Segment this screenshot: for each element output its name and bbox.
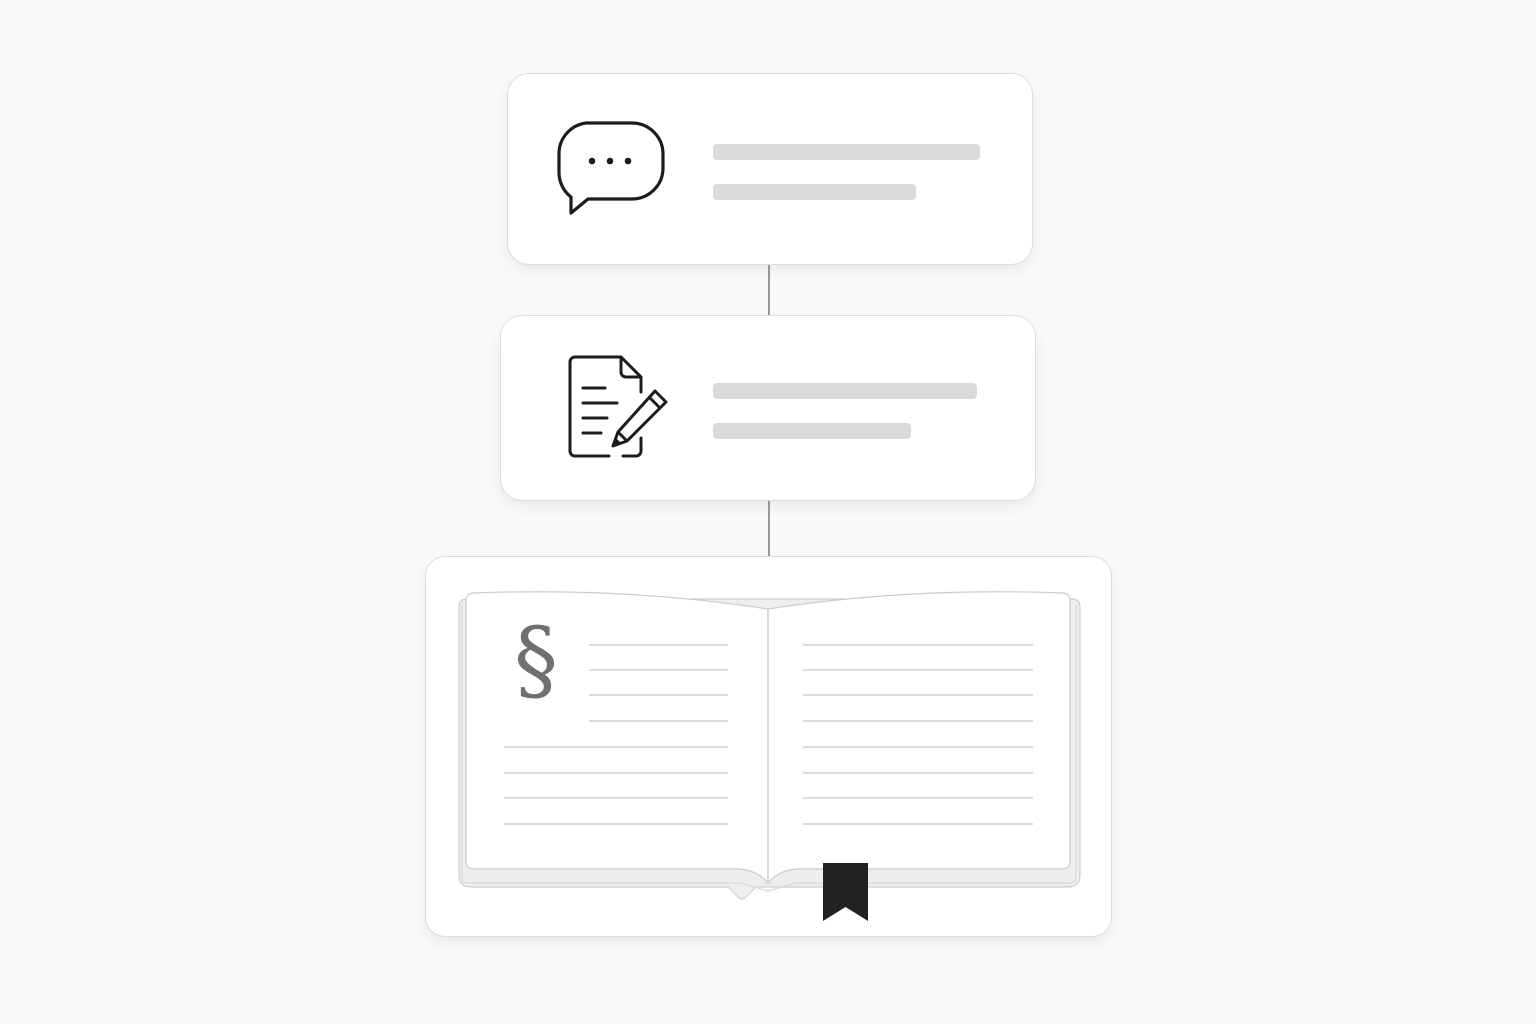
speech-bubble-icon (557, 121, 665, 215)
text-placeholder-bar (713, 383, 977, 399)
conversation-card (507, 73, 1033, 265)
text-placeholder-bar (713, 184, 916, 200)
law-book-card: § (425, 556, 1112, 937)
document-pencil-icon (568, 355, 668, 458)
text-placeholder-bar (713, 423, 911, 439)
document-edit-card (500, 315, 1036, 501)
connector-line (768, 265, 770, 315)
connector-line (768, 501, 770, 556)
text-placeholder-bar (713, 144, 980, 160)
open-book-icon (458, 591, 1081, 921)
section-sign-symbol: § (514, 608, 558, 711)
bookmark-icon (823, 863, 868, 921)
